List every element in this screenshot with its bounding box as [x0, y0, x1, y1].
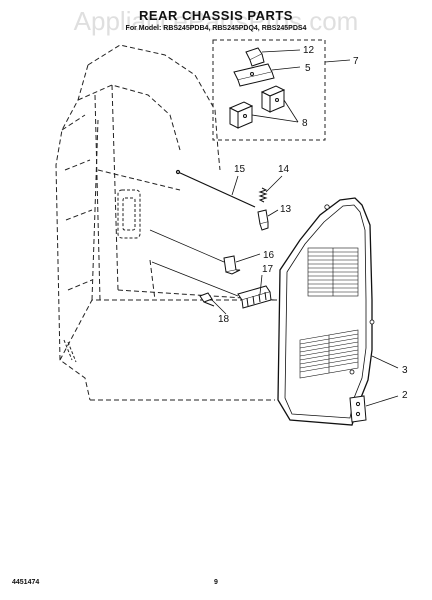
rear-panel [277, 197, 373, 426]
chassis-outline [55, 44, 280, 401]
callout-17: 17 [262, 264, 274, 275]
callout-15: 15 [234, 164, 246, 175]
parts-inset-box [212, 39, 326, 141]
latch-part [257, 209, 269, 231]
callout-18: 18 [218, 314, 230, 325]
callout-14: 14 [278, 164, 290, 175]
rear-panel-lower-grille [299, 329, 359, 379]
callout-2: 2 [402, 390, 408, 401]
rear-panel-upper-grille [307, 247, 359, 297]
block-parts [228, 85, 286, 129]
mount-bracket-part [223, 255, 241, 275]
diagram-subtitle: For Model: RBS245PDB4, RBS245PDQ4, RBS24… [125, 25, 307, 32]
page-number: 9 [214, 579, 218, 586]
terminal-block-part [237, 285, 272, 309]
callout-13: 13 [280, 204, 292, 215]
clip-part [245, 47, 265, 67]
screw-part [199, 292, 215, 307]
rod-part [175, 169, 256, 208]
leader-16 [149, 229, 225, 263]
document-number: 4451474 [12, 579, 40, 586]
callout-7: 7 [353, 56, 359, 67]
diagram-title: REAR CHASSIS PARTS [139, 8, 293, 23]
callout-3: 3 [402, 365, 408, 376]
callout-12: 12 [303, 45, 315, 56]
leader-lines [211, 49, 399, 407]
chassis-vent [117, 189, 141, 239]
chassis-side-marks [63, 339, 77, 363]
callout-5: 5 [305, 63, 311, 74]
leader-17-line [151, 261, 239, 297]
spring-part [258, 187, 268, 203]
bracket-part [233, 63, 275, 87]
callout-16: 16 [263, 250, 275, 261]
access-cover [349, 395, 367, 423]
callout-8: 8 [302, 118, 308, 129]
rear-panel-holes [324, 204, 375, 375]
